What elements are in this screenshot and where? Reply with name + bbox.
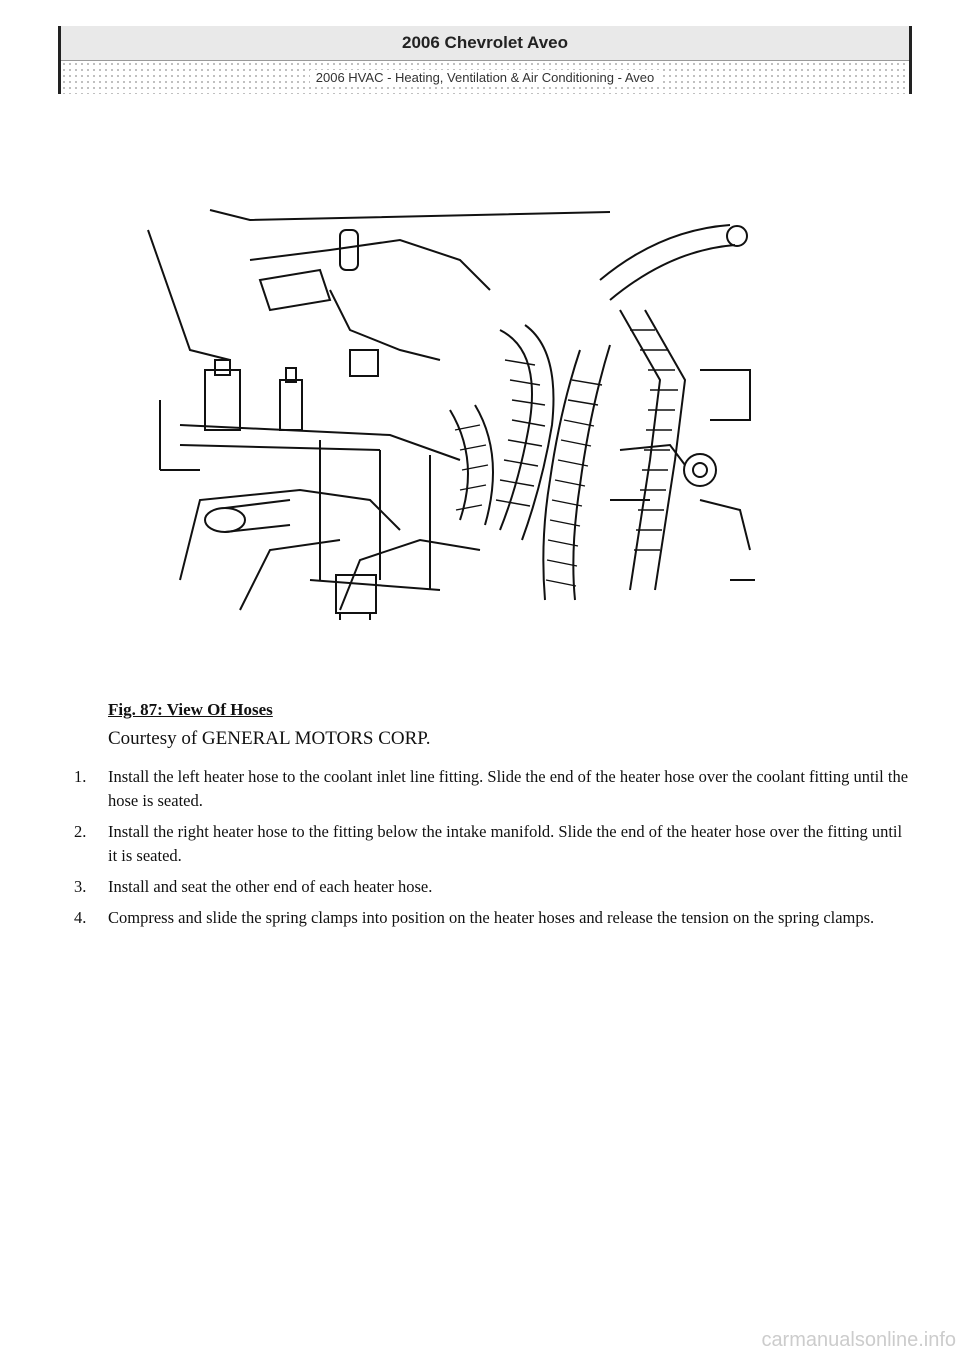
hoses-illustration (140, 200, 760, 640)
step-text: Compress and slide the spring clamps int… (108, 908, 875, 927)
document-title: 2006 Chevrolet Aveo (61, 26, 909, 61)
figure-credit: Courtesy of GENERAL MOTORS CORP. (108, 728, 431, 749)
instruction-list: 1. Install the left heater hose to the c… (74, 765, 914, 937)
instruction-step: 4. Compress and slide the spring clamps … (74, 906, 914, 930)
page-header: 2006 Chevrolet Aveo 2006 HVAC - Heating,… (58, 26, 912, 94)
step-text: Install the left heater hose to the cool… (108, 767, 909, 810)
document-subtitle-bar: 2006 HVAC - Heating, Ventilation & Air C… (61, 61, 909, 94)
step-number: 3. (74, 877, 87, 896)
instruction-step: 2. Install the right heater hose to the … (74, 820, 914, 868)
figure-caption: Fig. 87: View Of Hoses (108, 700, 273, 719)
document-subtitle: 2006 HVAC - Heating, Ventilation & Air C… (309, 70, 661, 85)
instruction-step: 1. Install the left heater hose to the c… (74, 765, 914, 813)
instruction-step: 3. Install and seat the other end of eac… (74, 875, 914, 899)
step-number: 2. (74, 822, 87, 841)
figure-caption-block: Fig. 87: View Of Hoses Courtesy of GENER… (108, 700, 431, 750)
step-text: Install the right heater hose to the fit… (108, 822, 903, 865)
step-number: 4. (74, 908, 87, 927)
step-text: Install and seat the other end of each h… (108, 877, 433, 896)
step-number: 1. (74, 767, 87, 786)
watermark: carmanualsonline.info (761, 1329, 956, 1351)
